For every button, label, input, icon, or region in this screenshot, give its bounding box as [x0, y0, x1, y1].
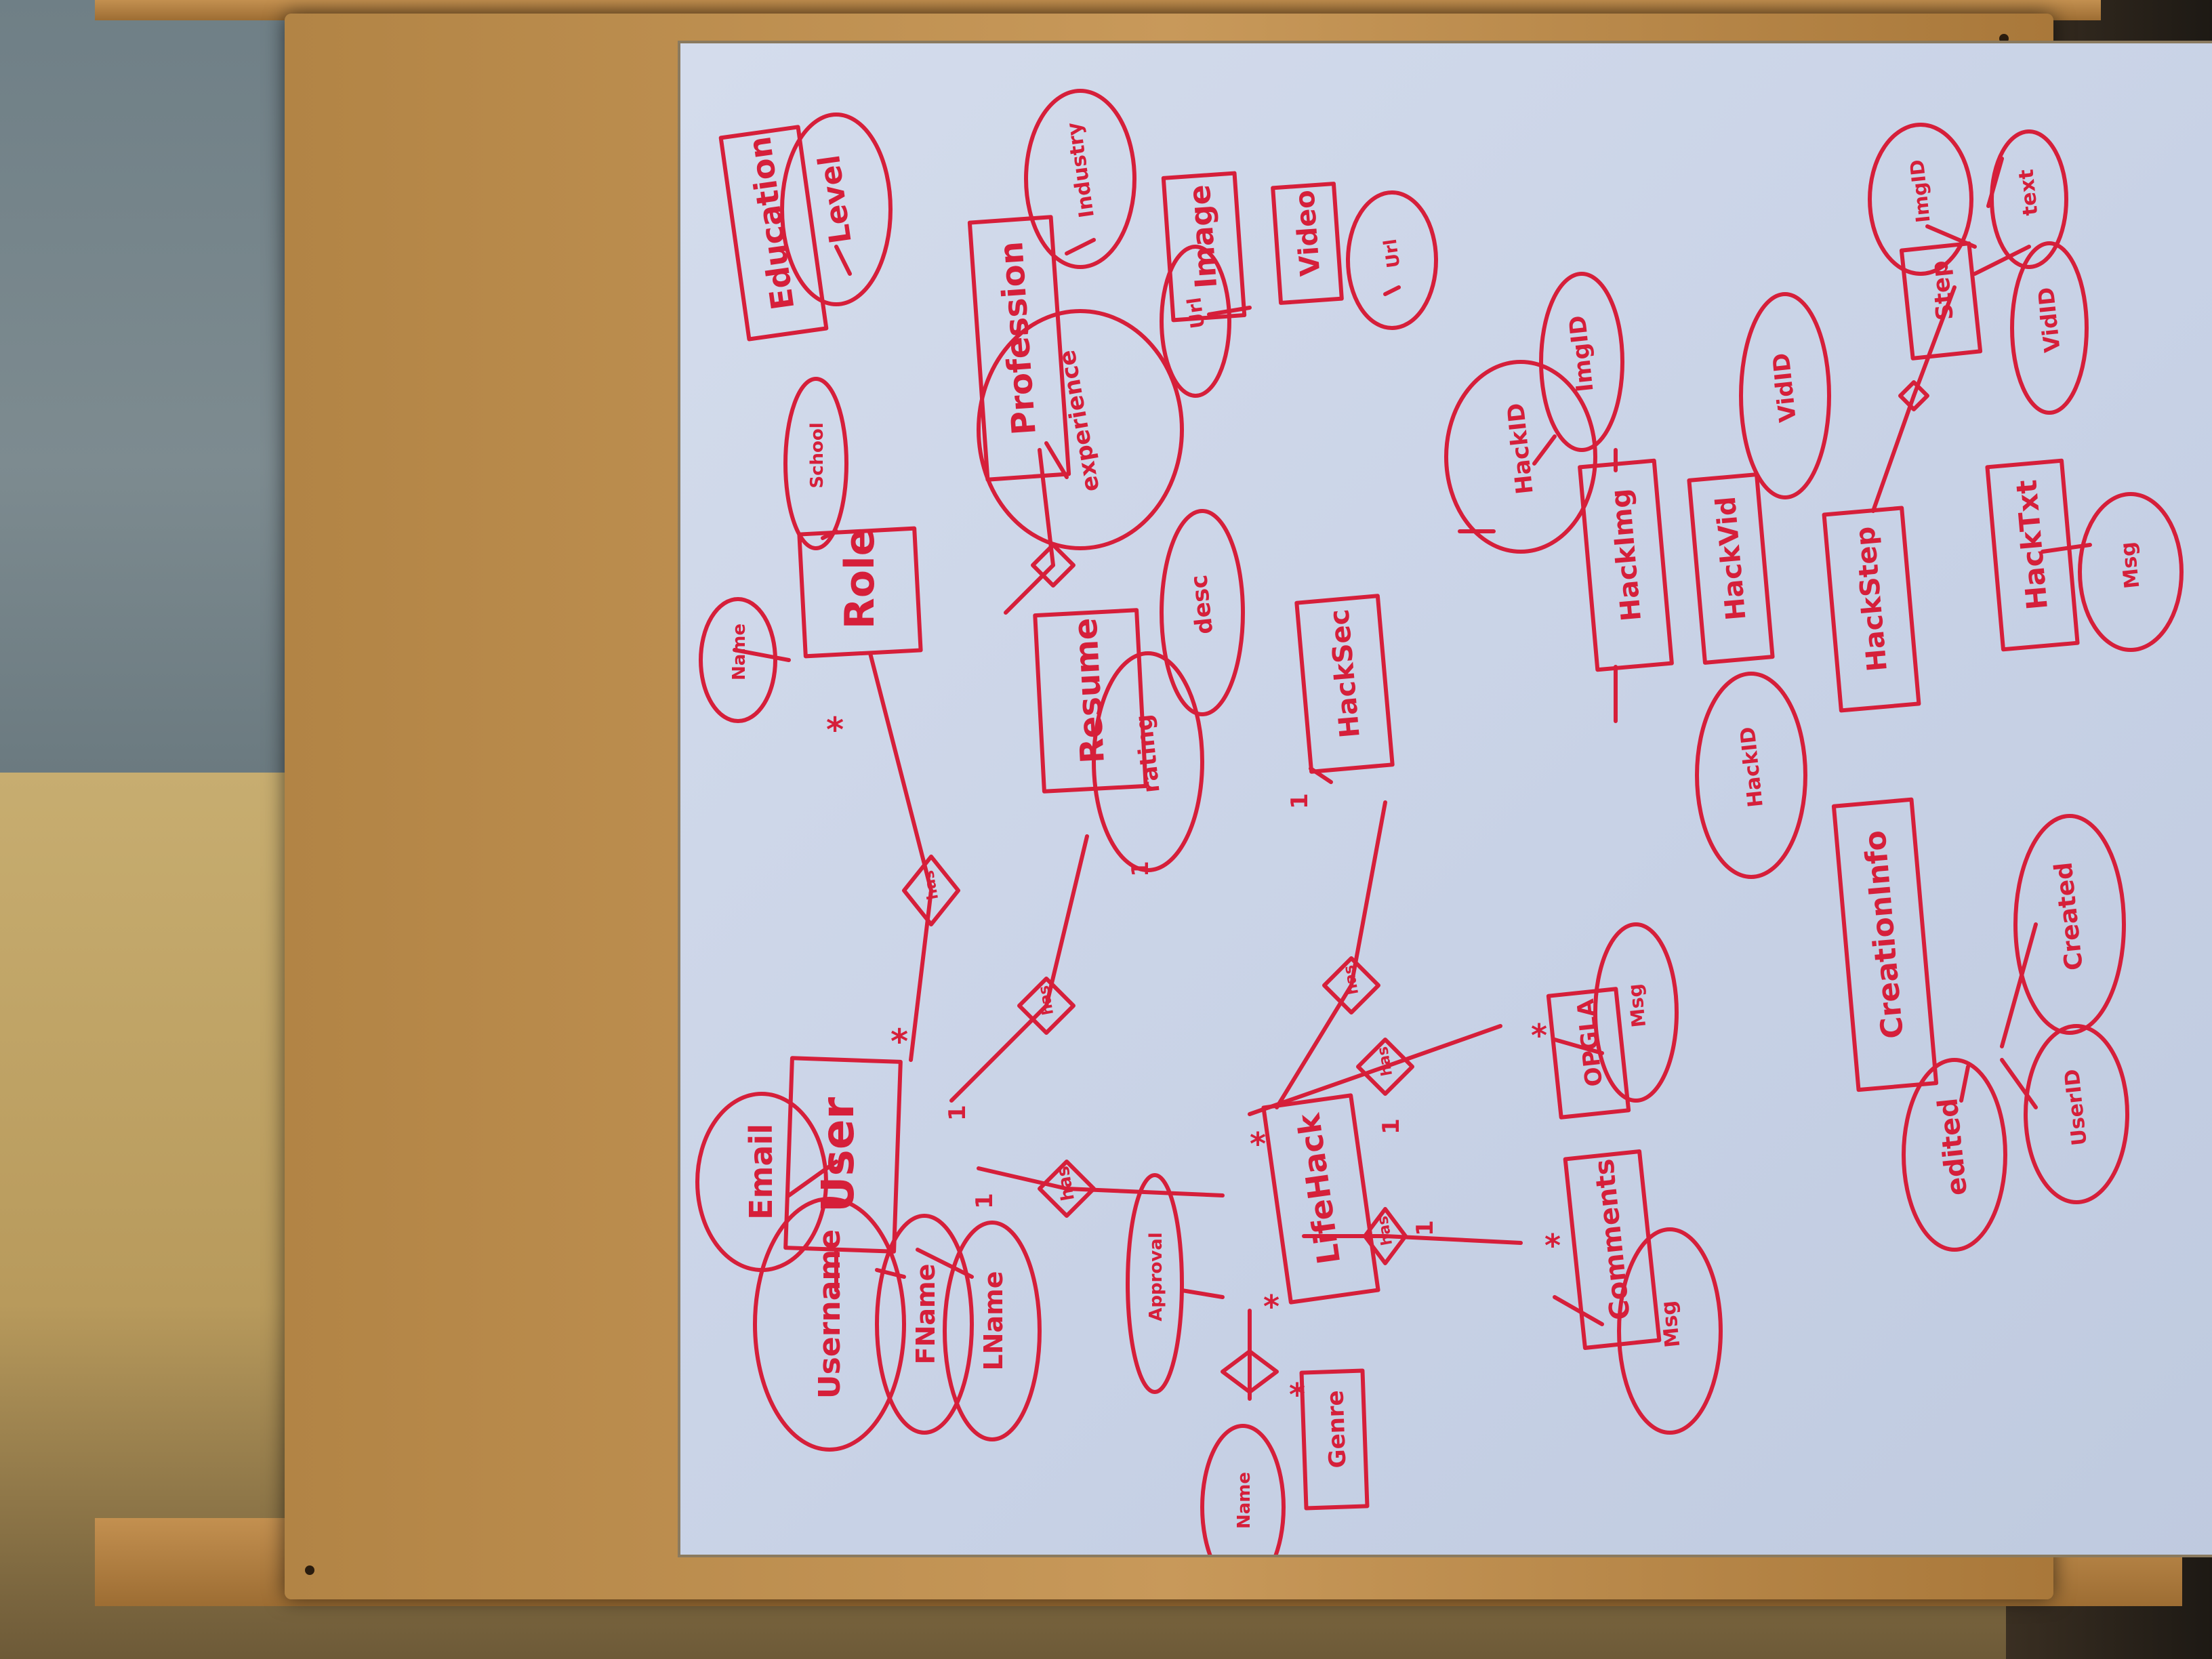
attr-rating: rating [1130, 713, 1166, 794]
attr-level: Level [812, 152, 859, 245]
attr-step-vidid: VidID [2033, 286, 2066, 354]
entity-creationinfo: CreationInfo [1858, 829, 1910, 1040]
card-many: * [826, 710, 844, 750]
cardinality-marks: * * * * * * * 1 1 1 1 1 1 [826, 710, 1561, 1413]
attr-hackvid-hackid: HackID [1736, 726, 1768, 808]
attr-opgla-msg: Msg [1624, 983, 1651, 1029]
entity-comments: Comments [1589, 1158, 1637, 1322]
relationship-diamonds [902, 380, 1929, 1394]
attr-created: Created [2049, 861, 2089, 972]
attr-hackimg-imgid: ImgID [1564, 314, 1599, 394]
card-one: 1 [1378, 1118, 1405, 1134]
attr-username: Username [813, 1229, 847, 1399]
rel-user-role: has [920, 869, 942, 901]
card-one: 1 [1127, 861, 1154, 877]
attr-approval: Approval [1146, 1232, 1166, 1321]
whiteboard-frame: User Role Education Profession Image Vid… [285, 14, 2212, 1599]
attr-industry: Industry [1062, 121, 1099, 220]
card-one: 1 [971, 1193, 998, 1209]
attr-step-text: text [2014, 168, 2043, 217]
attr-comment-msg: Msg [1656, 1300, 1685, 1349]
entity-image: Image [1183, 184, 1225, 289]
entity-role: Role [836, 529, 884, 630]
entity-opgla: OPGLA [1572, 997, 1608, 1088]
entity-boxes [718, 125, 2080, 1511]
card-many: * [1544, 1227, 1561, 1264]
attr-role-name: Name [729, 623, 750, 680]
entity-hackstep: HackStep [1849, 525, 1893, 673]
card-many: * [890, 1022, 908, 1061]
attr-email: Email [743, 1124, 779, 1220]
attr-genre-name: Name [1234, 1472, 1254, 1529]
card-one: 1 [944, 1105, 971, 1121]
card-many: * [1531, 1017, 1547, 1054]
entity-lifehack: LifeHack [1290, 1110, 1347, 1266]
card-many: * [1250, 1126, 1266, 1162]
entity-hackvid: HackVid [1711, 495, 1753, 622]
connector-lines [733, 157, 2092, 1401]
attr-hackimg-hackid: HackID [1502, 402, 1539, 495]
er-diagram: User Role Education Profession Image Vid… [695, 89, 2184, 1555]
entity-genre: Genre [1322, 1390, 1351, 1469]
attr-hackvid-vidid: VidID [1767, 352, 1802, 424]
entity-resume: Resume [1067, 617, 1112, 764]
card-one: 1 [1412, 1220, 1439, 1236]
attr-image-url: Url [1183, 296, 1209, 330]
attr-fname: FName [911, 1264, 941, 1365]
attr-hacktxt-msg: Msg [2116, 541, 2144, 590]
attr-edited: edited [1932, 1097, 1973, 1197]
card-many: * [1263, 1288, 1279, 1325]
entity-hacksec: HackSec [1324, 608, 1366, 739]
attribute-labels: Email Username FName LName Name School L… [729, 121, 2144, 1529]
attr-userid: UserID [2060, 1068, 2092, 1147]
attr-video-url: Url [1380, 238, 1405, 270]
entity-profession: Profession [992, 240, 1044, 436]
attr-school: School [807, 422, 827, 488]
whiteboard: User Role Education Profession Image Vid… [678, 41, 2212, 1557]
entity-step: Step [1926, 260, 1959, 322]
entity-hacktxt: HackTxt [2009, 478, 2054, 611]
entity-education: Education [741, 134, 801, 312]
attr-desc: desc [1185, 573, 1218, 635]
attribute-ellipses [695, 89, 2184, 1555]
entity-hackimg: HackImg [1605, 487, 1647, 622]
card-many: * [1289, 1376, 1305, 1413]
entity-video: Video [1290, 189, 1327, 277]
screw [305, 1565, 314, 1575]
entity-user: User [812, 1097, 864, 1212]
attr-lname: LName [979, 1271, 1008, 1370]
card-one: 1 [1286, 793, 1313, 809]
attr-step-imgid: ImgID [1906, 159, 1935, 224]
